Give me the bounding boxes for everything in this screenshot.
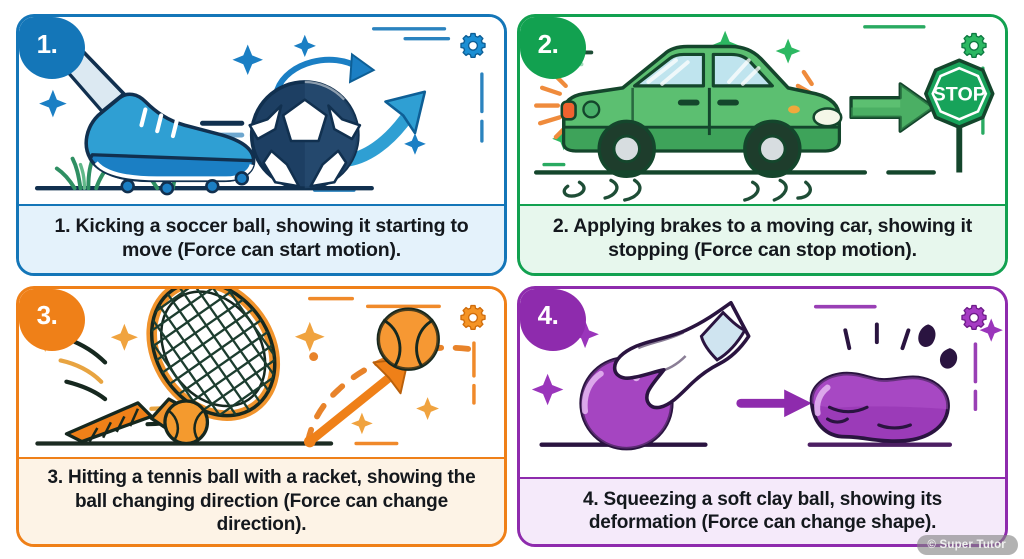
card-number-badge: 2. bbox=[520, 17, 586, 79]
card-number-badge: 3. bbox=[19, 288, 85, 351]
gear-icon bbox=[458, 31, 488, 66]
gear-icon bbox=[959, 303, 989, 338]
watermark: © Super Tutor bbox=[917, 535, 1018, 555]
stop-sign-label: STOP bbox=[933, 84, 986, 106]
card-number-badge: 4. bbox=[520, 288, 586, 351]
card-caption: 4. Squeezing a soft clay ball, showing i… bbox=[520, 476, 1005, 544]
card-squeezing-clay-ball[interactable]: 4. bbox=[517, 285, 1008, 547]
car-braking-illustration: STOP bbox=[520, 17, 1005, 204]
card-number-badge: 1. bbox=[19, 17, 85, 79]
card-caption: 1. Kicking a soccer ball, showing it sta… bbox=[19, 203, 504, 273]
gear-icon bbox=[959, 31, 989, 66]
card-applying-brakes[interactable]: 2. bbox=[517, 14, 1008, 276]
card-caption: 2. Applying brakes to a moving car, show… bbox=[520, 203, 1005, 273]
clay-squeeze-illustration bbox=[520, 288, 1005, 477]
card-caption: 3. Hitting a tennis ball with a racket, … bbox=[19, 457, 504, 544]
card-hitting-tennis-ball[interactable]: 3. bbox=[16, 285, 507, 547]
tennis-racket-illustration bbox=[19, 288, 504, 458]
card-kicking-soccer-ball[interactable]: 1. bbox=[16, 14, 507, 276]
gear-icon bbox=[458, 303, 488, 338]
soccer-kick-illustration bbox=[19, 17, 504, 204]
